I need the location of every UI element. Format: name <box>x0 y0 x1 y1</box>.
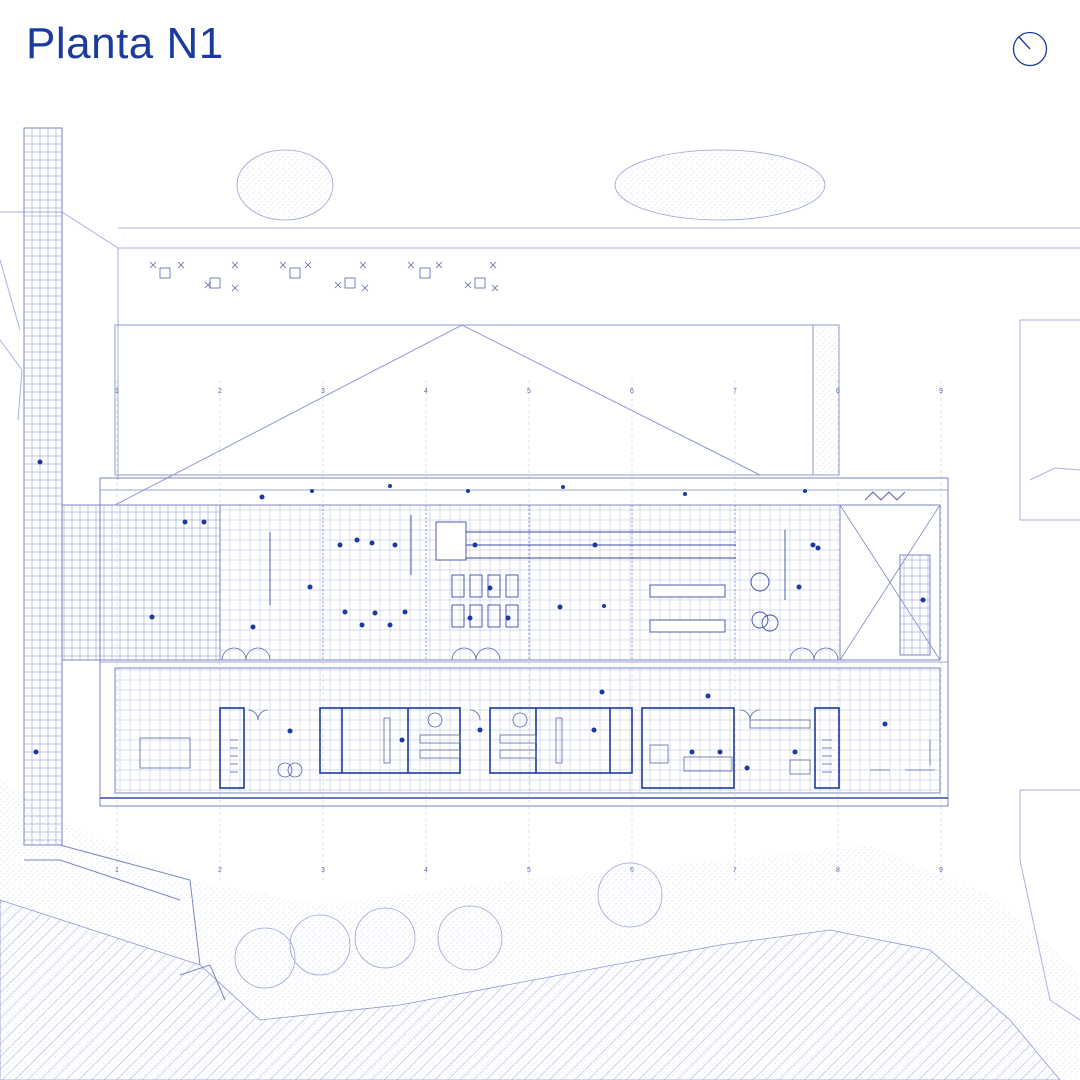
axis-label: 6 <box>630 388 634 395</box>
axis-label: 5 <box>527 867 531 874</box>
axis-label: 2 <box>218 867 222 874</box>
axis-label: 3 <box>321 867 325 874</box>
axis-label: 4 <box>424 388 428 395</box>
axis-label: 5 <box>527 388 531 395</box>
left-walkway <box>23 127 63 846</box>
axis-label: 9 <box>939 867 943 874</box>
axis-label: 9 <box>939 388 943 395</box>
terrace-tables <box>149 261 499 292</box>
axis-label: 8 <box>836 388 840 395</box>
grid-axis-labels-top: 1 2 3 4 5 6 7 8 9 <box>115 388 943 395</box>
planting-strip <box>812 324 840 476</box>
north-arrow-icon <box>1012 31 1048 67</box>
entry-plaza <box>61 504 221 661</box>
building <box>99 477 949 807</box>
axis-label: 2 <box>218 388 222 395</box>
axis-label: 3 <box>321 388 325 395</box>
axis-label: 1 <box>115 388 119 395</box>
lower-road <box>24 844 226 1001</box>
axis-label: 7 <box>733 388 737 395</box>
grid-axes <box>116 380 942 880</box>
page-title: Planta N1 <box>26 19 224 68</box>
axis-label: 4 <box>424 867 428 874</box>
hatched-slope <box>0 899 1061 1080</box>
people-figures <box>33 459 926 771</box>
